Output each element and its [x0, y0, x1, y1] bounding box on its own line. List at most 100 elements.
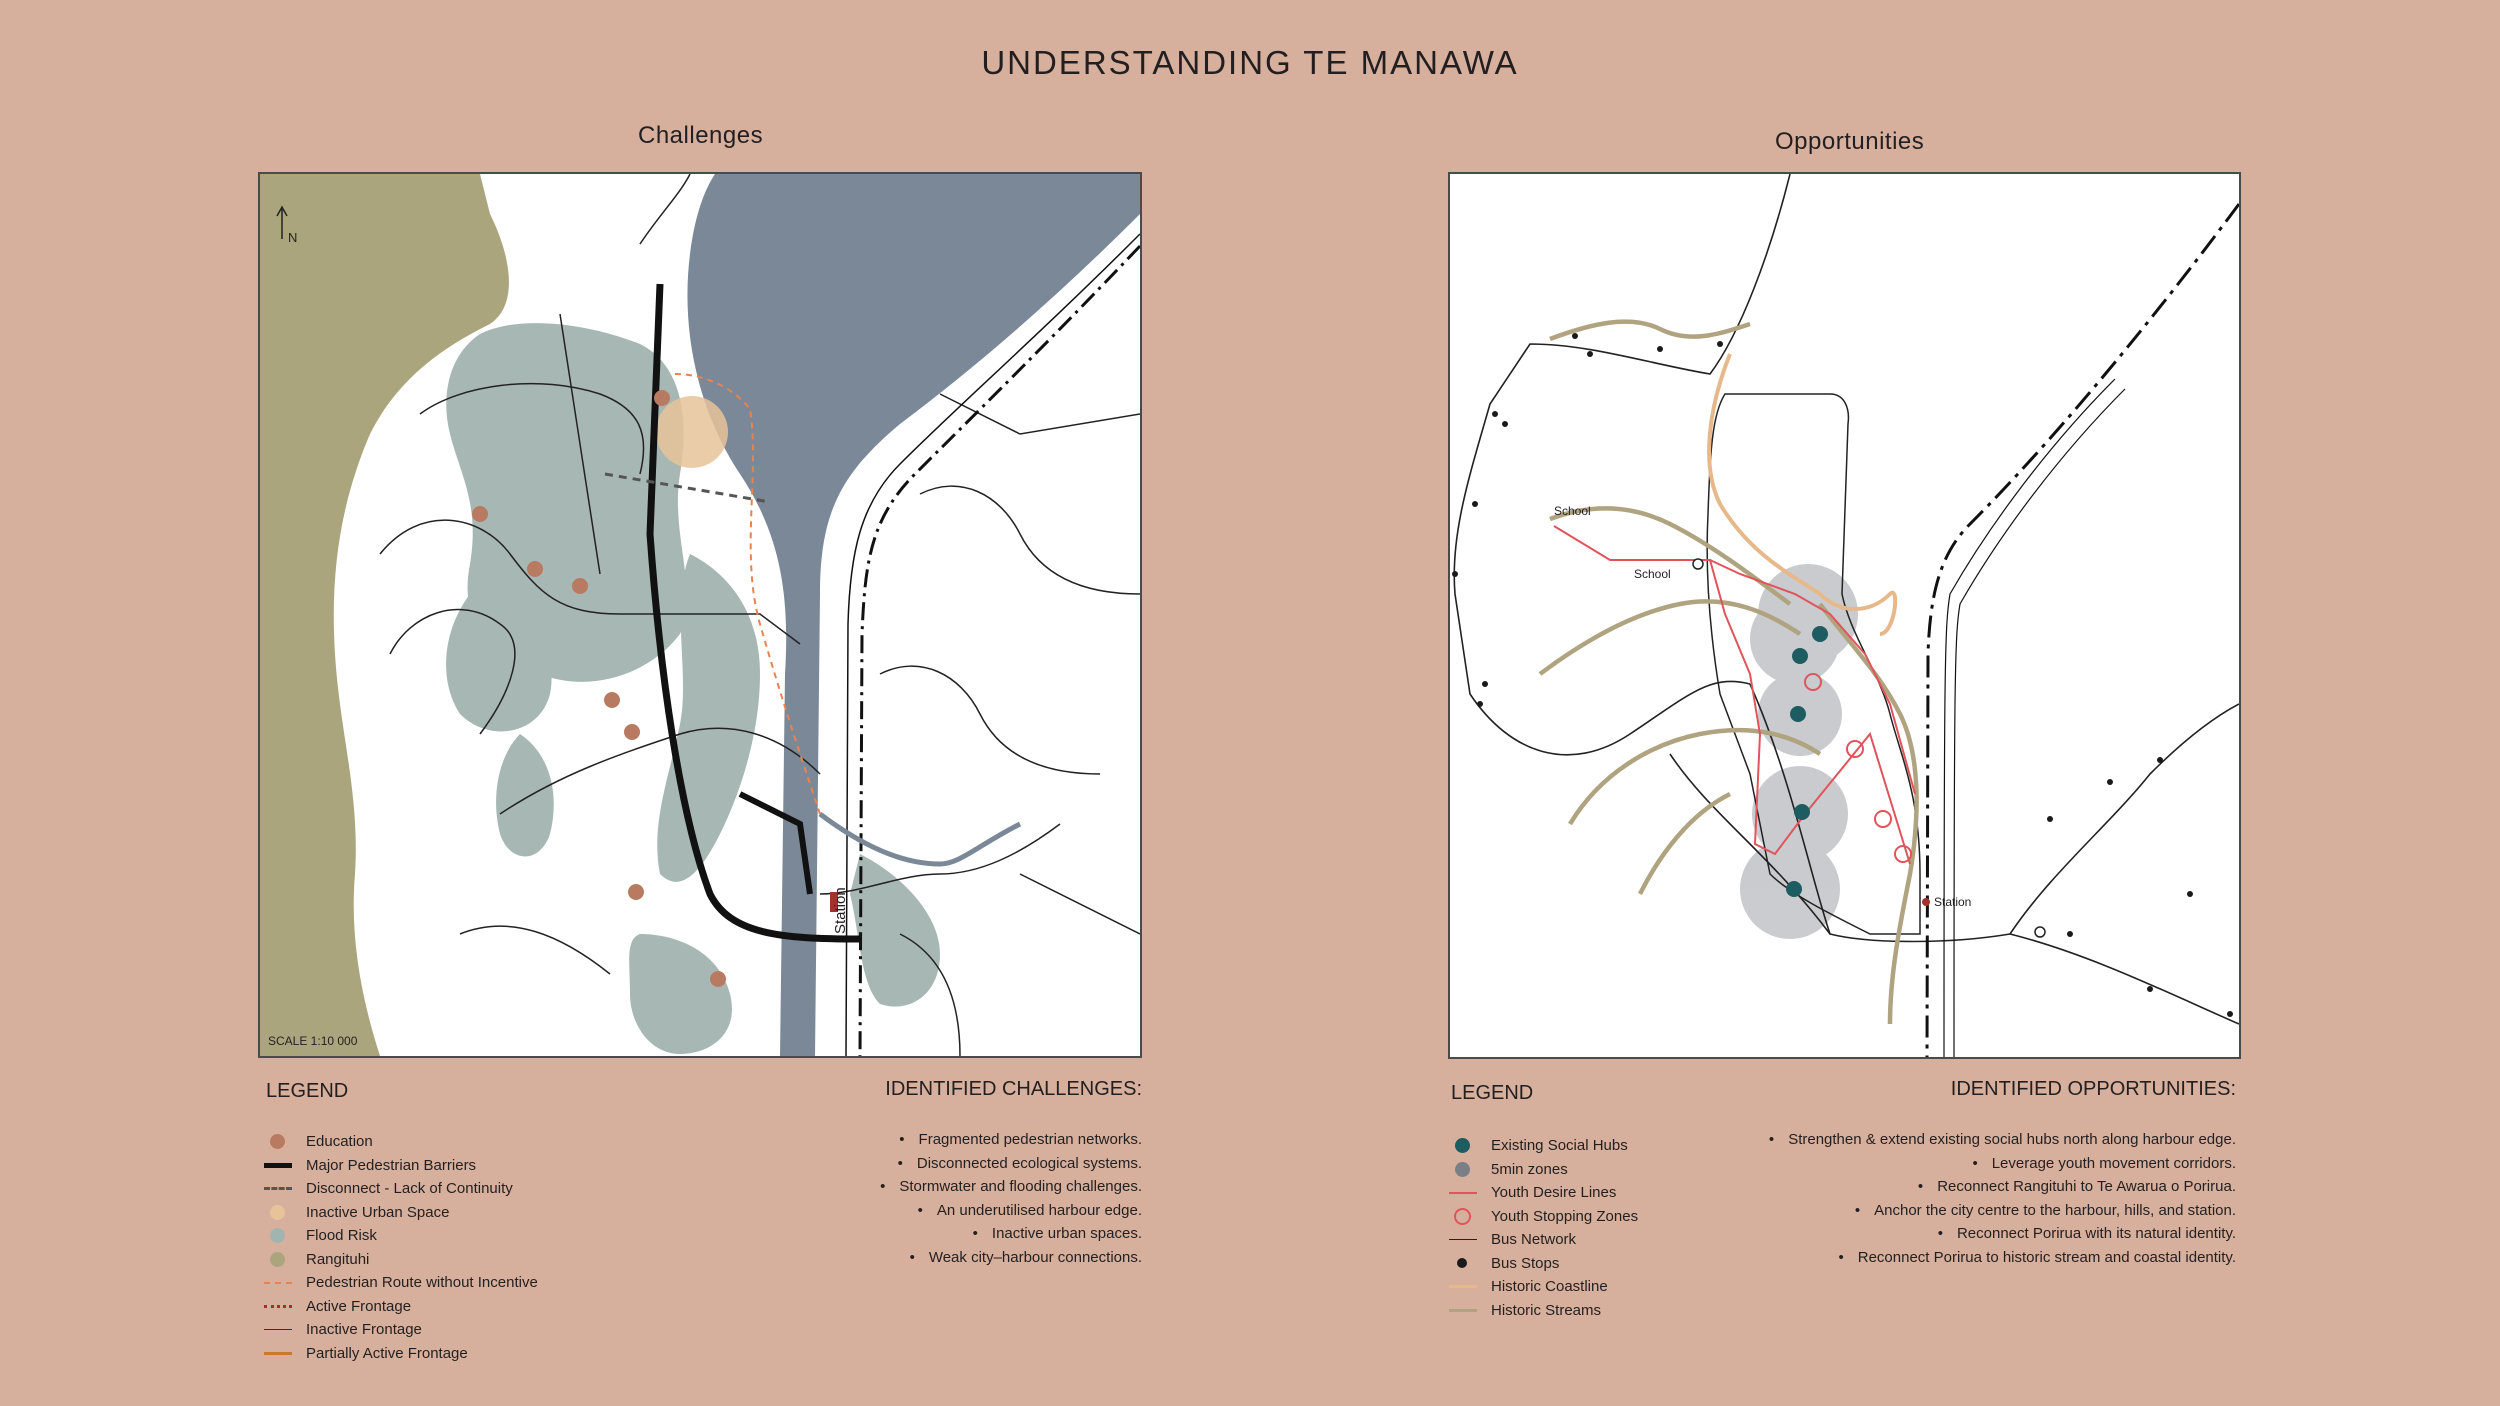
- legend-item-pedestrian-route: Pedestrian Route without Incentive: [264, 1271, 538, 1295]
- opportunity-item: Reconnect Porirua to historic stream and…: [1769, 1246, 2236, 1270]
- legend-label: Disconnect - Lack of Continuity: [306, 1180, 513, 1198]
- legend-label: Existing Social Hubs: [1491, 1137, 1628, 1155]
- challenges-list: Fragmented pedestrian networks. Disconne…: [880, 1128, 1142, 1269]
- historic-streams: [1538, 319, 1919, 1025]
- dot-icon: [1457, 1258, 1467, 1269]
- challenges-legend: Education Major Pedestrian Barriers Disc…: [264, 1130, 538, 1365]
- rangituhi-area: [260, 174, 509, 1056]
- youth-desire-lines: [1553, 525, 1916, 865]
- station-marker: [830, 892, 838, 912]
- legend-label: Bus Network: [1491, 1231, 1577, 1249]
- challenge-item: Stormwater and flooding challenges.: [880, 1175, 1142, 1199]
- challenge-item: An underutilised harbour edge.: [880, 1199, 1142, 1223]
- line-icon: [264, 1351, 292, 1355]
- legend-label: Major Pedestrian Barriers: [306, 1156, 477, 1174]
- legend-item-5min-zones: 5min zones: [1449, 1158, 1638, 1182]
- dot-icon: [270, 1228, 285, 1244]
- legend-label: Inactive Frontage: [306, 1321, 422, 1339]
- challenges-map-drawing: [260, 174, 1140, 1056]
- challenge-item: Disconnected ecological systems.: [880, 1152, 1142, 1176]
- dotted-line-icon: [264, 1304, 292, 1308]
- dashed-line-icon: [264, 1281, 292, 1284]
- legend-item-historic-coastline: Historic Coastline: [1449, 1275, 1638, 1299]
- page-title: UNDERSTANDING TE MANAWA: [981, 44, 1519, 81]
- legend-item-inactive-frontage: Inactive Frontage: [264, 1318, 538, 1342]
- station-label: Station: [1934, 895, 1972, 909]
- legend-item-social-hubs: Existing Social Hubs: [1449, 1134, 1638, 1158]
- opportunity-item: Reconnect Rangituhi to Te Awarua o Porir…: [1769, 1175, 2236, 1199]
- stream: [818, 811, 1022, 867]
- challenge-item: Weak city–harbour connections.: [880, 1246, 1142, 1270]
- legend-label: Pedestrian Route without Incentive: [306, 1274, 538, 1292]
- five-min-zones: [1740, 564, 1858, 939]
- major-pedestrian-barrier: [646, 283, 861, 943]
- opportunity-item: Strengthen & extend existing social hubs…: [1769, 1128, 2236, 1152]
- north-arrow-icon: [276, 205, 288, 239]
- challenges-legend-title: LEGEND: [266, 1080, 349, 1102]
- legend-label: Inactive Urban Space: [306, 1203, 450, 1221]
- challenge-item: Inactive urban spaces.: [880, 1222, 1142, 1246]
- legend-item-inactive-urban-space: Inactive Urban Space: [264, 1201, 538, 1225]
- bus-stop-marker: [2034, 926, 2046, 938]
- opportunities-list-title: IDENTIFIED OPPORTUNITIES:: [1950, 1078, 2236, 1100]
- legend-item-youth-stopping-zones: Youth Stopping Zones: [1449, 1205, 1638, 1229]
- line-icon: [264, 1329, 292, 1331]
- legend-label: Bus Stops: [1491, 1254, 1560, 1272]
- legend-item-rangituhi: Rangituhi: [264, 1248, 538, 1272]
- dot-icon: [270, 1251, 285, 1267]
- flood-risk-areas: [446, 323, 940, 1054]
- line-icon: [264, 1162, 292, 1168]
- legend-item-bus-network: Bus Network: [1449, 1228, 1638, 1252]
- dot-icon: [1455, 1138, 1470, 1154]
- opportunities-legend-title: LEGEND: [1451, 1082, 1534, 1104]
- line-icon: [1449, 1239, 1477, 1241]
- school-label-1: School: [1554, 504, 1591, 518]
- bus-stops: [1452, 333, 2233, 1017]
- opportunities-map-drawing: [1452, 174, 2239, 1057]
- legend-item-education: Education: [264, 1130, 538, 1154]
- legend-item-active-frontage: Active Frontage: [264, 1295, 538, 1319]
- legend-item-historic-streams: Historic Streams: [1449, 1299, 1638, 1323]
- education-points: [472, 390, 726, 987]
- legend-label: Active Frontage: [306, 1297, 412, 1315]
- urban-block: [1706, 393, 1921, 935]
- line-icon: [1449, 1191, 1477, 1194]
- legend-label: Education: [306, 1133, 373, 1151]
- legend-label: Historic Coastline: [1491, 1278, 1608, 1296]
- legend-label: 5min zones: [1491, 1160, 1568, 1178]
- opportunities-legend: Existing Social Hubs 5min zones Youth De…: [1449, 1134, 1638, 1322]
- legend-item-major-barriers: Major Pedestrian Barriers: [264, 1154, 538, 1178]
- legend-label: Flood Risk: [306, 1227, 377, 1245]
- scale-label: SCALE 1:10 000: [268, 1034, 358, 1048]
- opportunities-list: Strengthen & extend existing social hubs…: [1769, 1128, 2236, 1269]
- railway: [845, 233, 1140, 1056]
- legend-item-partially-active: Partially Active Frontage: [264, 1342, 538, 1366]
- opportunity-item: Anchor the city centre to the harbour, h…: [1769, 1199, 2236, 1223]
- legend-item-youth-desire-lines: Youth Desire Lines: [1449, 1181, 1638, 1205]
- line-icon: [1449, 1285, 1477, 1289]
- opportunity-item: Leverage youth movement corridors.: [1769, 1152, 2236, 1176]
- inactive-urban-space: [656, 396, 728, 468]
- school-label-2: School: [1634, 567, 1671, 581]
- legend-label: Partially Active Frontage: [306, 1344, 468, 1362]
- legend-item-disconnect: Disconnect - Lack of Continuity: [264, 1177, 538, 1201]
- youth-stopping-zones: [1804, 673, 1912, 863]
- legend-item-bus-stops: Bus Stops: [1449, 1252, 1638, 1276]
- historic-coastline: [1707, 353, 1898, 636]
- line-icon: [1449, 1308, 1477, 1312]
- dot-icon: [270, 1134, 285, 1150]
- opportunities-heading: Opportunities: [1775, 128, 1925, 155]
- road-network: [379, 174, 1140, 1056]
- existing-social-hubs: [1786, 626, 1828, 897]
- station-label: Station: [832, 887, 849, 934]
- challenges-map: N Station SCALE 1:10 000: [258, 172, 1142, 1058]
- opportunity-item: Reconnect Porirua with its natural ident…: [1769, 1222, 2236, 1246]
- railway: [1925, 203, 2239, 1057]
- station-marker: [1922, 898, 1930, 906]
- challenges-heading: Challenges: [638, 122, 764, 149]
- ring-icon: [1454, 1207, 1471, 1225]
- major-pedestrian-barrier-2: [738, 791, 813, 895]
- legend-label: Youth Stopping Zones: [1491, 1207, 1639, 1225]
- dot-icon: [270, 1204, 285, 1220]
- legend-item-flood-risk: Flood Risk: [264, 1224, 538, 1248]
